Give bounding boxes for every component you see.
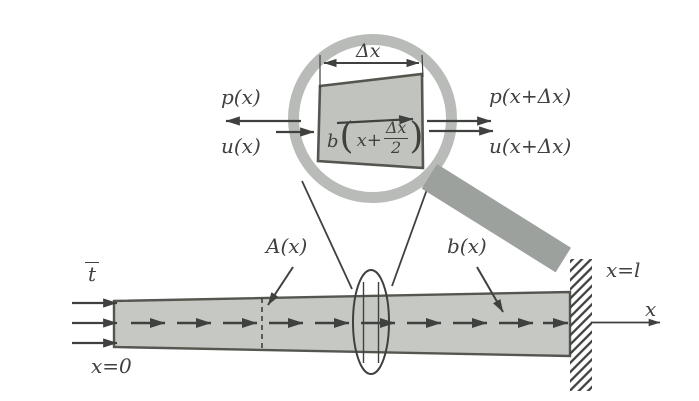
leader-arrow-body-force bbox=[476, 266, 504, 313]
open-paren: ( bbox=[339, 115, 354, 157]
label-p-x: p(x) bbox=[221, 85, 261, 109]
label-traction-t-bar: t bbox=[85, 262, 100, 284]
label-x-axis: x bbox=[645, 297, 657, 321]
label-body-force-element: b ( x+ Δx 2 ) bbox=[327, 116, 423, 160]
fraction-dx-over-2: Δx 2 bbox=[383, 118, 409, 157]
fraction-denominator: 2 bbox=[391, 138, 402, 157]
connector-line-left bbox=[301, 180, 353, 290]
body-force-arrow bbox=[336, 115, 414, 125]
label-area-function: A(x) bbox=[266, 234, 308, 258]
extension-line bbox=[421, 54, 424, 78]
magnifier-handle bbox=[421, 164, 571, 273]
label-u-x: u(x) bbox=[221, 134, 261, 158]
t-bar-glyph: t bbox=[85, 262, 100, 284]
label-body-force-function: b(x) bbox=[447, 234, 487, 258]
label-bf-argument: x+ bbox=[356, 129, 382, 151]
label-p-x-dx: p(x+Δx) bbox=[489, 84, 572, 108]
label-bf-prefix: b bbox=[327, 130, 339, 152]
fraction-numerator: Δx bbox=[383, 118, 409, 139]
close-paren: ) bbox=[409, 115, 424, 157]
label-u-x-dx: u(x+Δx) bbox=[489, 134, 572, 158]
wall-hatching bbox=[570, 259, 592, 391]
bar-assembly bbox=[72, 259, 661, 391]
label-x-equals-0: x=0 bbox=[91, 354, 132, 378]
connector-line-right bbox=[391, 180, 431, 287]
label-x-equals-l: x=l bbox=[606, 258, 641, 282]
leader-arrow-area bbox=[267, 266, 294, 306]
magnifying-glass bbox=[225, 34, 571, 290]
slice-ellipse bbox=[352, 269, 390, 375]
label-delta-x: Δx bbox=[356, 40, 381, 62]
